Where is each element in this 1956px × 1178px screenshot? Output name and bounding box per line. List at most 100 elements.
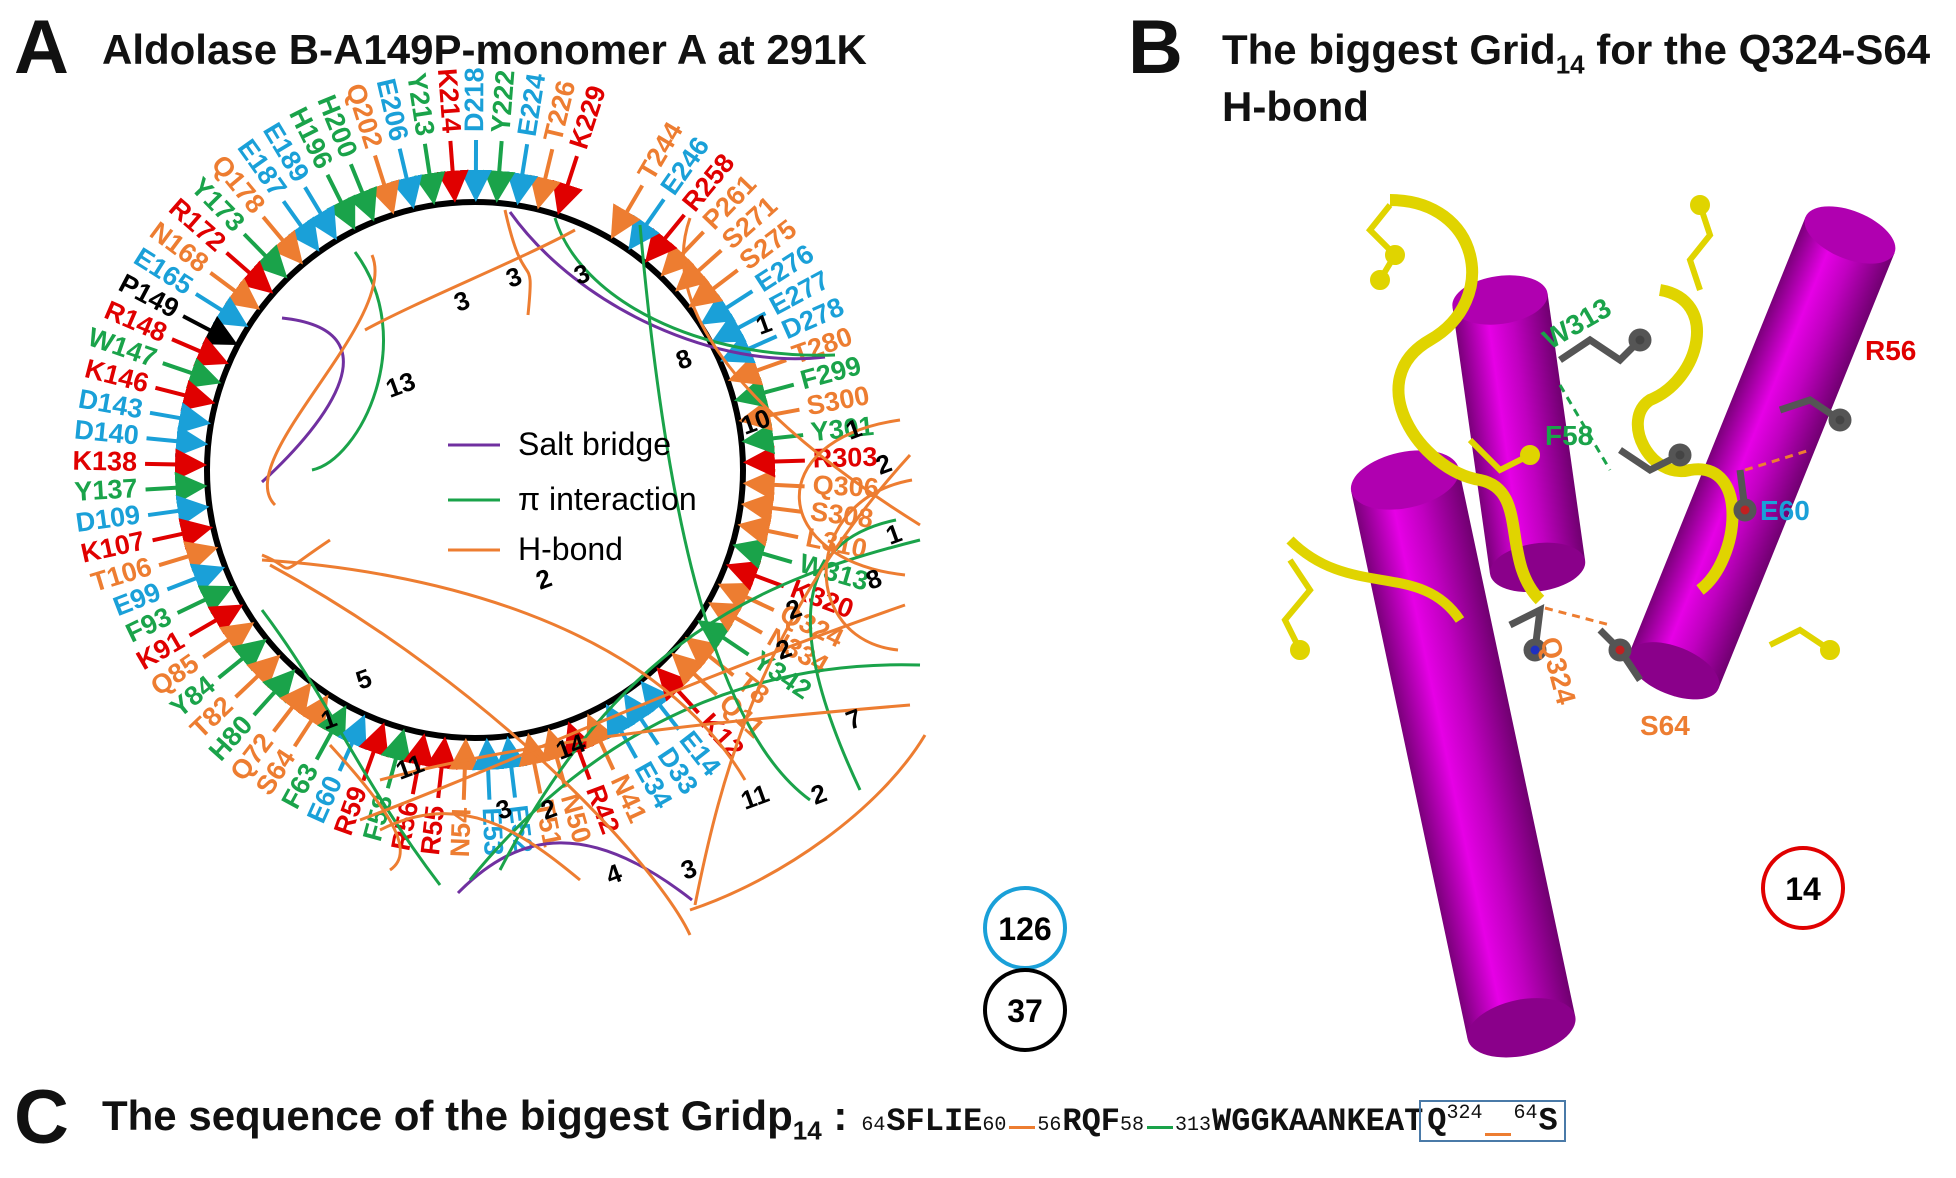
residue-arrow <box>171 336 229 366</box>
residue-label: E53 <box>477 807 509 856</box>
hbond-link <box>824 478 913 652</box>
salt-bridge-link <box>260 316 345 484</box>
residue-arrow <box>358 722 389 782</box>
residue-arrow <box>154 379 216 411</box>
label-q324: Q324 <box>1534 634 1582 709</box>
hbond-link <box>693 453 912 906</box>
hbond-link <box>265 254 377 507</box>
residue-arrow <box>725 560 785 591</box>
grid-count-circle <box>1761 846 1845 930</box>
residue-arrow <box>413 143 446 206</box>
residue-arrow <box>644 213 686 263</box>
seq-index: 313 <box>1175 1114 1212 1137</box>
seq-segment: SFLIE <box>886 1103 983 1140</box>
pi-link <box>553 217 836 357</box>
residue-arrow <box>640 680 681 731</box>
hbond-link <box>364 228 576 332</box>
hbond-link <box>261 558 747 781</box>
residue-arrow <box>217 638 267 680</box>
residue-arrow <box>732 538 793 570</box>
residue-label: Y137 <box>74 473 139 507</box>
residue-arrow <box>303 186 337 241</box>
residue-arrow <box>252 669 296 717</box>
seq-link-hbond <box>1009 1125 1036 1129</box>
residue-arrow <box>742 445 805 478</box>
label-f58: F58 <box>1545 420 1593 451</box>
hbond-link <box>261 538 331 570</box>
residue-arrow <box>586 713 616 771</box>
hbond-link <box>797 418 906 577</box>
panel-c-row: The sequence of the biggest Gridp14 : 64… <box>102 1092 1566 1146</box>
count-blue-value: 126 <box>998 911 1051 947</box>
residue-arrow <box>688 268 739 308</box>
residue-arrow <box>162 357 222 389</box>
panel-b-title-text: The biggest Grid <box>1222 26 1556 73</box>
residue-arrow <box>145 471 208 504</box>
residue-arrow <box>272 682 312 733</box>
grid-size-label: 8 <box>672 342 696 375</box>
residue-arrow <box>146 425 209 458</box>
residue-arrow <box>564 721 595 781</box>
residue-arrow <box>436 140 469 203</box>
grid-size-label: 5 <box>352 662 376 695</box>
grid-count-value: 14 <box>1785 871 1821 907</box>
count-black-value: 37 <box>1007 993 1043 1029</box>
interaction-links <box>260 209 927 936</box>
label-e60: E60 <box>1760 495 1810 526</box>
seq-index: 324 <box>1446 1102 1483 1126</box>
grid-size-label: 13 <box>382 366 419 404</box>
residue-arrow <box>628 198 666 251</box>
label-s64: S64 <box>1640 710 1690 741</box>
seq-boxed-residue: Q <box>1427 1103 1447 1140</box>
grid-size-label: 7 <box>842 702 866 735</box>
residue-arrow <box>182 314 238 346</box>
residue-arrow <box>158 541 219 572</box>
residue-arrow <box>176 585 234 615</box>
legend-pi-label: π interaction <box>518 481 697 517</box>
panel-b-title-sub: 14 <box>1555 49 1585 80</box>
residue-arrow <box>671 652 718 697</box>
residue-arrow <box>390 148 423 210</box>
residue-arrow <box>166 563 226 594</box>
seq-link-pi <box>1147 1125 1174 1129</box>
residue-arrow <box>733 376 795 408</box>
residue-arrow <box>209 271 261 310</box>
seq-segment: RQF <box>1062 1103 1120 1140</box>
hbond-link <box>269 563 692 936</box>
side-chains <box>1281 195 1840 660</box>
residue-arrow <box>720 333 778 364</box>
panel-b-title-rest: for the Q324-S64 H-bond <box>1222 26 1931 130</box>
residue-arrow <box>402 733 435 795</box>
helix-cylinder <box>1350 450 1576 1058</box>
salt-bridge-link <box>508 211 826 361</box>
coil-ribbon <box>1389 194 1545 605</box>
residue-arrow <box>675 248 723 292</box>
hbond-link <box>689 734 927 912</box>
grid-size-label: 1 <box>882 517 906 550</box>
label-r56: R56 <box>1865 335 1916 366</box>
pi-link <box>468 663 921 881</box>
residue-arrow <box>717 582 775 612</box>
grid-size-label: 11 <box>737 778 773 816</box>
residue-arrows <box>145 139 805 800</box>
helix-cylinder <box>1628 206 1896 700</box>
residue-arrow <box>529 148 561 210</box>
residue-arrow <box>483 140 516 203</box>
residue-arrow <box>742 468 805 501</box>
residue-arrow <box>448 737 481 800</box>
hbond-link <box>328 743 402 872</box>
grid-size-label: 3 <box>450 284 474 317</box>
residue-arrow <box>188 604 244 638</box>
seq-segment: WGGKAANKEAT <box>1212 1103 1424 1140</box>
legend-hbond-label: H-bond <box>518 531 623 567</box>
panel-a-letter: A <box>14 5 69 90</box>
residue-arrow <box>145 448 208 481</box>
residue-arrow <box>380 728 412 789</box>
panel-c-title: The sequence of the biggest Gridp14 : <box>102 1092 847 1146</box>
hbond-dash <box>1544 606 1611 627</box>
panel-b-letter: B <box>1128 5 1183 90</box>
residue-arrow <box>149 402 212 434</box>
grid-size-label: 2 <box>807 777 831 810</box>
